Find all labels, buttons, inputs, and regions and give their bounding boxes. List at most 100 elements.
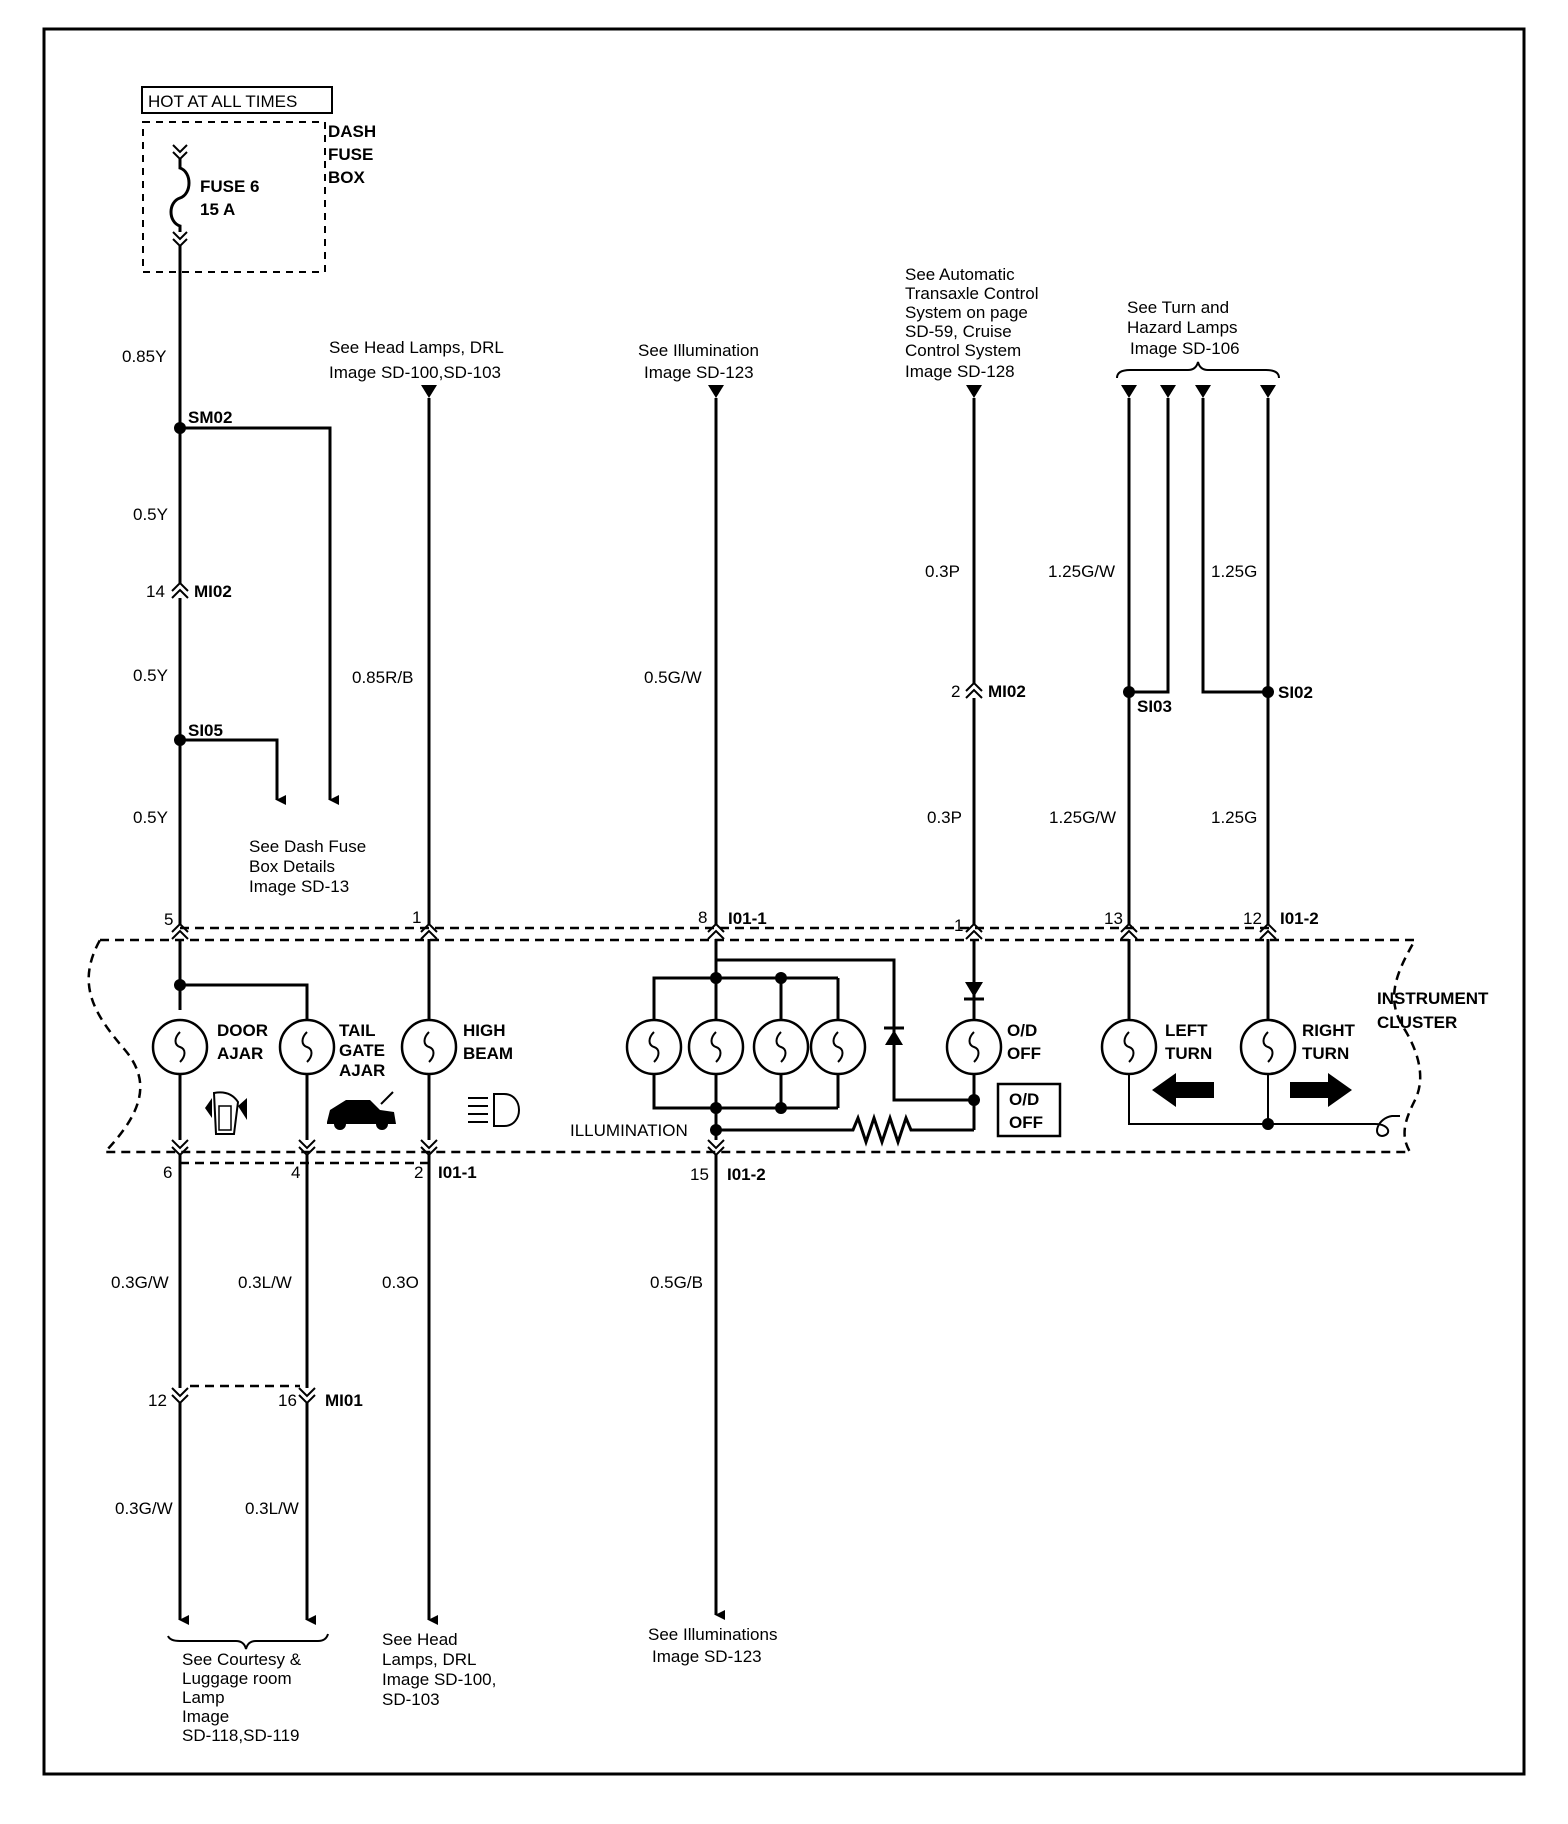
- headlamps-bottom-ref-2: Lamps, DRL: [382, 1650, 476, 1669]
- top-pin-8: 8: [698, 908, 707, 927]
- page-frame: [42, 27, 1526, 1776]
- bottom-pin-15: 15: [690, 1165, 709, 1184]
- headlamps-ref-2: Image SD-100,SD-103: [329, 363, 501, 382]
- instrument-cluster: INSTRUMENT CLUSTER DOOR AJAR TAIL GATE A…: [87, 938, 1489, 1154]
- atcs-ref-6: Image SD-128: [905, 362, 1015, 381]
- headlamps-ref-1: See Head Lamps, DRL: [329, 338, 504, 357]
- fusebox-label-1: DASH: [328, 122, 376, 141]
- wire-05y-b: 0.5Y: [133, 666, 168, 685]
- wire-125gw-b: 1.25G/W: [1049, 808, 1116, 827]
- bottom-pin-2: 2: [414, 1163, 423, 1182]
- top-i011: I01-1: [728, 909, 767, 928]
- courtesy-ref-2: Luggage room: [182, 1669, 292, 1688]
- mi02-b-name: MI02: [988, 682, 1026, 701]
- od-label-1: O/D: [1007, 1021, 1037, 1040]
- wire-125gw-a: 1.25G/W: [1048, 562, 1115, 581]
- mi02-a-name: MI02: [194, 582, 232, 601]
- wire-03gw-b: 0.3G/W: [115, 1499, 173, 1518]
- dashfuse-ref-2: Box Details: [249, 857, 335, 876]
- wire-03gw-a: 0.3G/W: [111, 1273, 169, 1292]
- wire-085y: 0.85Y: [122, 347, 166, 366]
- splice-si02: [1262, 686, 1274, 698]
- highbeam-icon: [468, 1093, 520, 1127]
- door-ajar-icon: [205, 1091, 247, 1135]
- door-label-1: DOOR: [217, 1021, 268, 1040]
- fusebox-label-2: FUSE: [328, 145, 373, 164]
- turn-ref-2: Hazard Lamps: [1127, 318, 1238, 337]
- si05-label: SI05: [188, 721, 223, 740]
- wire-125g-a: 1.25G: [1211, 562, 1257, 581]
- wire-05y-a: 0.5Y: [133, 505, 168, 524]
- si02-label: SI02: [1278, 683, 1313, 702]
- car-icon: [327, 1091, 396, 1130]
- bottom-i011: I01-1: [438, 1163, 477, 1182]
- headlamps-bottom-ref-4: SD-103: [382, 1690, 440, 1709]
- top-pin-13: 13: [1104, 909, 1123, 928]
- top-pin-5: 5: [164, 910, 173, 929]
- atcs-ref-4: SD-59, Cruise: [905, 322, 1012, 341]
- tailgate-label-2: GATE: [339, 1041, 385, 1060]
- wire-05gw: 0.5G/W: [644, 668, 702, 687]
- illumination-feed: See Illumination Image SD-123 0.5G/W: [638, 341, 759, 925]
- wire-03lw-b: 0.3L/W: [245, 1499, 299, 1518]
- bottom-connector-row: 6 4 2 I01-1 15 I01-2: [163, 1139, 766, 1184]
- courtesy-ref-1: See Courtesy &: [182, 1650, 302, 1669]
- wire-05y-c: 0.5Y: [133, 808, 168, 827]
- left-label-1: LEFT: [1165, 1021, 1208, 1040]
- dash-fuse-box: [142, 121, 326, 273]
- headlamps-bottom-ref-1: See Head: [382, 1630, 458, 1649]
- hot-label: HOT AT ALL TIMES: [148, 92, 297, 111]
- headlamps-bottom-ref-3: Image SD-100,: [382, 1670, 496, 1689]
- courtesy-ref-3: Lamp: [182, 1688, 225, 1707]
- cluster-title-1: INSTRUMENT: [1377, 989, 1489, 1008]
- illum-bottom-ref-1: See Illuminations: [648, 1625, 777, 1644]
- atcs-ref-2: Transaxle Control: [905, 284, 1039, 303]
- mi02-a-pin: 14: [146, 582, 165, 601]
- highbeam-feed: See Head Lamps, DRL Image SD-100,SD-103 …: [329, 338, 504, 925]
- od-off-lamp: [945, 1018, 1003, 1076]
- tailgate-label-1: TAIL: [339, 1021, 376, 1040]
- turn-feed: See Turn and Hazard Lamps Image SD-106 S…: [1048, 298, 1313, 925]
- top-i012: I01-2: [1280, 909, 1319, 928]
- right-arrow-icon: [1290, 1073, 1352, 1107]
- top-pin-1a: 1: [412, 908, 421, 927]
- illumination-lamp-2: [687, 1018, 745, 1076]
- atcs-ref-1: See Automatic: [905, 265, 1015, 284]
- wire-125g-b: 1.25G: [1211, 808, 1257, 827]
- od-box-label-1: O/D: [1009, 1090, 1039, 1109]
- illumination-label: ILLUMINATION: [570, 1121, 688, 1140]
- mi01-pin-b: 16: [278, 1391, 297, 1410]
- highbeam-lamp: [400, 1018, 458, 1076]
- mi01-pin-a: 12: [148, 1391, 167, 1410]
- top-connector-row: 5 1 8 I01-1 1 13 12 I01-2: [164, 908, 1319, 940]
- mi02-b-pin: 2: [951, 682, 960, 701]
- cluster-title-2: CLUSTER: [1377, 1013, 1457, 1032]
- left-arrow-icon: [1152, 1073, 1214, 1107]
- door-ajar-lamp: [151, 1018, 209, 1076]
- illum-top-ref-2: Image SD-123: [644, 363, 754, 382]
- wire-085rb: 0.85R/B: [352, 668, 413, 687]
- wire-03p-a: 0.3P: [925, 562, 960, 581]
- diode: [884, 1026, 904, 1045]
- hot-label-box: [141, 86, 333, 114]
- courtesy-ref-5: SD-118,SD-119: [182, 1726, 299, 1745]
- highbeam-label-2: BEAM: [463, 1044, 513, 1063]
- turn-ref-3: Image SD-106: [1130, 339, 1240, 358]
- od-feed: See Automatic Transaxle Control System o…: [905, 265, 1039, 925]
- fuse-label-2: 15 A: [200, 200, 235, 219]
- left-turn-lamp: [1100, 1018, 1158, 1076]
- door-label-2: AJAR: [217, 1044, 263, 1063]
- od-label-2: OFF: [1007, 1044, 1041, 1063]
- od-diode: [964, 982, 984, 1001]
- fuse-label-1: FUSE 6: [200, 177, 260, 196]
- top-pin-12: 12: [1243, 909, 1262, 928]
- bottom-pin-4: 4: [291, 1163, 300, 1182]
- right-label-1: RIGHT: [1302, 1021, 1356, 1040]
- top-pin-1b: 1: [954, 916, 963, 935]
- tailgate-ajar-lamp: [278, 1018, 336, 1076]
- courtesy-ref-4: Image: [182, 1707, 229, 1726]
- wire-05gb: 0.5G/B: [650, 1273, 703, 1292]
- sm02-label: SM02: [188, 408, 232, 427]
- lower-circuits: 12 16 MI01 0.3G/W 0.3L/W 0.3G/W 0.3L/W S…: [111, 1155, 777, 1745]
